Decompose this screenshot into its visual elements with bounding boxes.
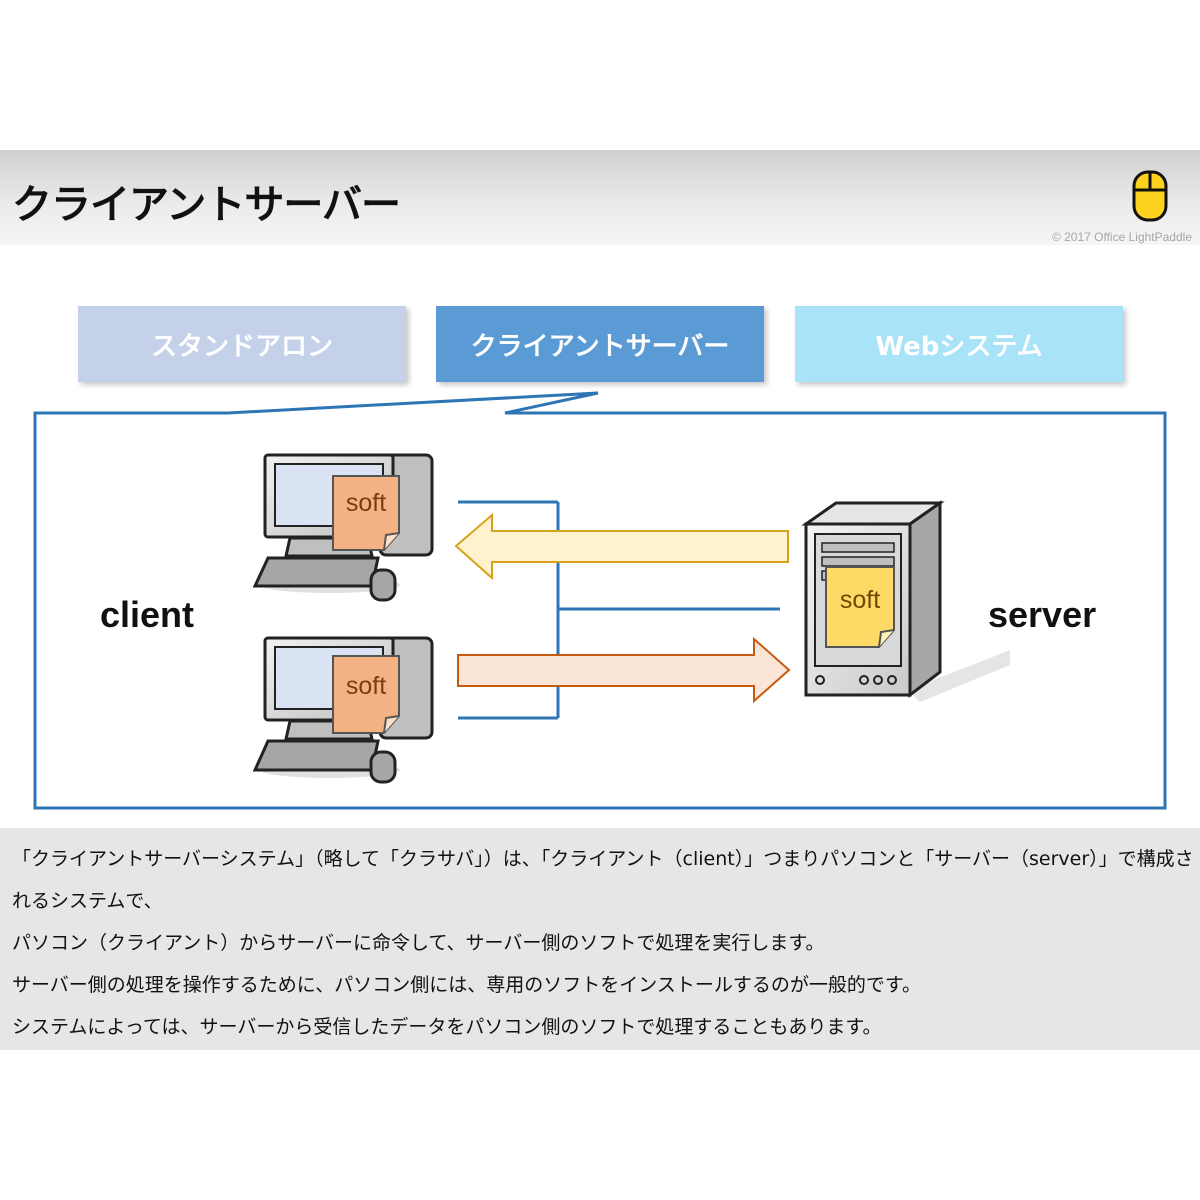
tab-web-system[interactable]: Webシステム (795, 306, 1123, 382)
client-pc-1: soft (252, 453, 434, 602)
copyright-text: © 2017 Office LightPaddle (1051, 230, 1192, 244)
tab-client-server[interactable]: クライアントサーバー (436, 306, 764, 382)
server-label: server (988, 594, 1097, 635)
page-title: クライアントサーバー (12, 182, 401, 228)
server-soft-label: soft (840, 586, 880, 614)
description-line-1: 「クライアントサーバーシステム」（略して「クラサバ」）は、「クライアント（cli… (12, 848, 1194, 870)
client-1-soft-label: soft (346, 489, 386, 517)
description-line-5: システムによっては、サーバーから受信したデータをパソコン側のソフトで処理すること… (12, 1016, 882, 1038)
client-pc-2: soft (252, 636, 434, 784)
description-line-3: パソコン（クライアント）からサーバーに命令して、サーバー側のソフトで処理を実行し… (12, 932, 825, 954)
network-lines (458, 500, 780, 720)
server-tower: soft (801, 500, 1010, 702)
arrow-to-client (454, 512, 789, 581)
tab-standalone[interactable]: スタンドアロン (78, 306, 406, 382)
description-line-4: サーバー側の処理を操作するために、パソコン側には、専用のソフトをインストールする… (12, 974, 921, 996)
client-label: client (100, 594, 195, 635)
mouse-icon (1132, 170, 1168, 222)
description-line-2: れるシステムで、 (12, 890, 163, 912)
description-panel: 「クライアントサーバーシステム」（略して「クラサバ」）は、「クライアント（cli… (0, 828, 1200, 1050)
client-server-diagram: soft soft soft (33, 391, 1167, 810)
client-2-soft-label: soft (346, 672, 386, 700)
title-bar: クライアントサーバー © 2017 Office LightPaddle (0, 150, 1200, 245)
arrow-to-server (457, 636, 791, 704)
